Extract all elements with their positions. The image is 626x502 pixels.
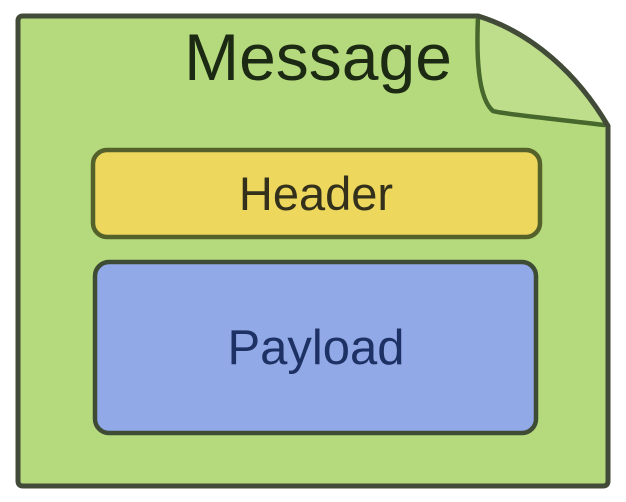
header-label: Header <box>239 167 393 220</box>
folded-corner-flap <box>477 16 606 124</box>
fold-crease-line <box>475 14 607 128</box>
payload-label: Payload <box>227 321 404 375</box>
fold-outer-edge <box>475 13 611 129</box>
note-title: Message <box>184 20 452 94</box>
header-block <box>90 147 543 240</box>
payload-block <box>92 259 539 436</box>
